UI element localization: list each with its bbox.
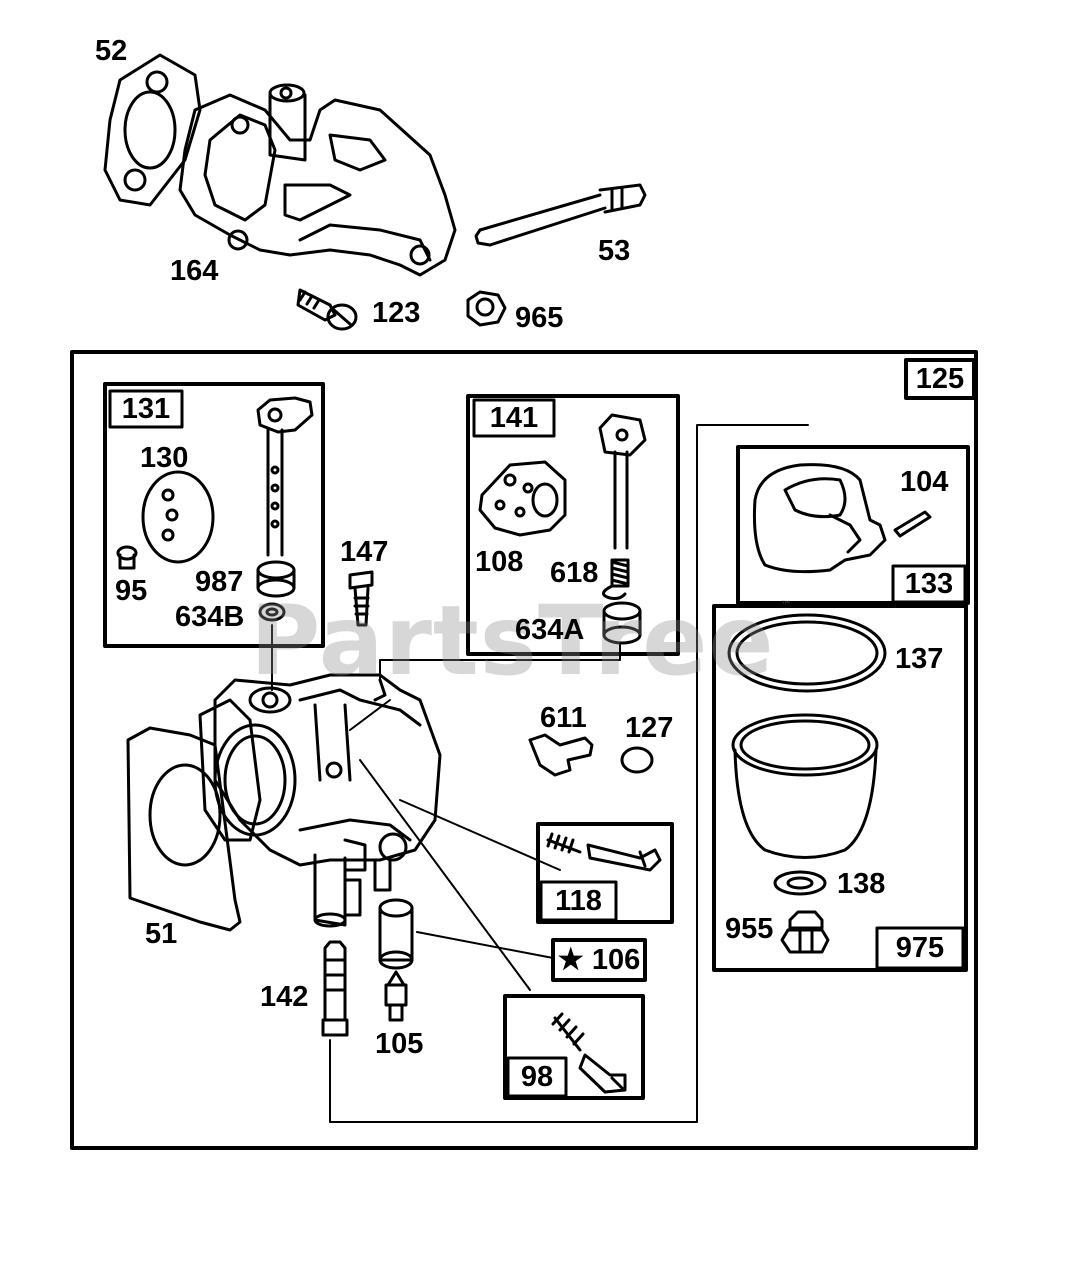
label-53: 53 [598, 235, 631, 267]
label-138: 138 [837, 868, 886, 900]
label-618: 618 [550, 557, 599, 589]
float-bowl [731, 713, 879, 859]
trademark-symbol: ™ [780, 598, 792, 612]
carburetor-body [126, 570, 654, 1037]
kit-label-box-141 [472, 398, 556, 438]
part-965-nut [466, 290, 507, 327]
label-987: 987 [195, 566, 244, 598]
kit-box-98 [503, 994, 645, 1100]
kit-label-box-133 [891, 564, 967, 604]
label-955: 955 [725, 913, 774, 945]
part-130-throttle-plate [141, 470, 215, 564]
part-104-pin [893, 510, 932, 538]
partstree-watermark: PartsTree [250, 585, 775, 697]
kit-number-106: ★ 106 [557, 944, 641, 976]
idle-screw [546, 832, 662, 872]
label-142: 142 [260, 981, 309, 1013]
kit-label-box-118 [539, 880, 618, 922]
label-127: 127 [625, 712, 674, 744]
part-137-gasket-ring [727, 613, 887, 693]
part-52-gasket [103, 53, 202, 207]
part-955-bowl-nut [780, 910, 830, 954]
kit-box-133 [736, 445, 970, 605]
kit-box-141 [466, 394, 680, 656]
kit-label-box-975 [875, 926, 965, 970]
kit-number-125: 125 [915, 363, 965, 395]
kit-label-box-125 [904, 358, 976, 400]
label-137: 137 [895, 643, 944, 675]
kit-number-975: 975 [895, 932, 945, 964]
label-52: 52 [95, 35, 128, 67]
part-138-washer [773, 870, 827, 896]
part-634b-washer [258, 602, 286, 622]
label-147: 147 [340, 536, 389, 568]
mixture-screw [551, 1012, 627, 1094]
kit-number-133: 133 [904, 568, 954, 600]
label-611: 611 [540, 702, 587, 734]
kit-box-118 [536, 822, 674, 924]
kit-label-box-98 [506, 1056, 568, 1098]
kit-label-box-131 [108, 389, 184, 429]
reference-lines [271, 424, 809, 1123]
choke-shaft [598, 413, 647, 550]
label-51: 51 [145, 918, 178, 950]
label-108: 108 [475, 546, 524, 578]
part-53-tube [474, 183, 647, 247]
label-95: 95 [115, 575, 148, 607]
kit-number-141: 141 [489, 402, 539, 434]
label-634b: 634B [175, 601, 245, 633]
label-123: 123 [372, 297, 421, 329]
part-634a-seal [602, 601, 642, 645]
label-965: 965 [515, 302, 564, 334]
part-95-screw [116, 545, 138, 570]
kit-box-106 [551, 938, 647, 982]
part-123-screw [296, 288, 358, 331]
part-618-spring [602, 558, 630, 600]
part-164-intake-elbow [178, 83, 457, 277]
part-987-seal [256, 560, 296, 598]
kit-number-131: 131 [121, 393, 171, 425]
kit-frame-125 [70, 350, 978, 1150]
float [752, 463, 887, 574]
label-104: 104 [900, 466, 949, 498]
kit-number-98: 98 [520, 1061, 554, 1093]
label-105: 105 [375, 1028, 424, 1060]
label-164: 164 [170, 255, 219, 287]
label-130: 130 [140, 442, 189, 474]
part-108-gasket [478, 460, 567, 537]
label-634a: 634A [515, 614, 585, 646]
throttle-shaft [256, 396, 314, 557]
kit-box-131 [103, 382, 325, 648]
kit-box-975 [712, 604, 968, 972]
kit-number-118: 118 [555, 885, 602, 917]
